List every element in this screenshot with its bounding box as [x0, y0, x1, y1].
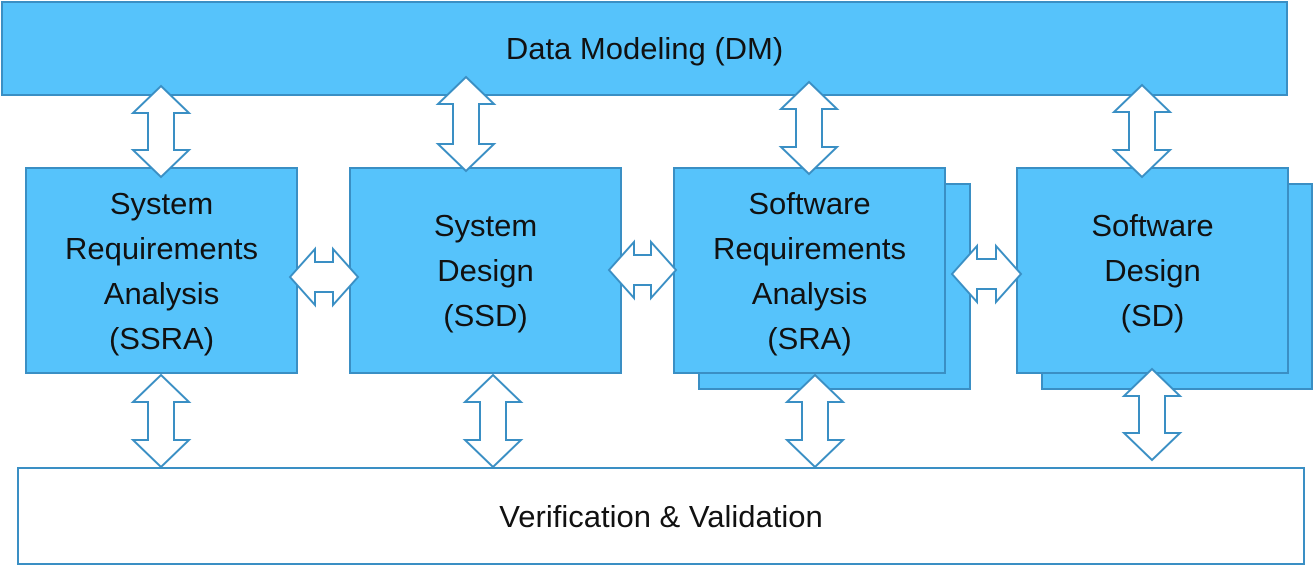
verification-validation-label: Verification & Validation: [499, 498, 823, 534]
ssd-label: System Design (SSD): [433, 208, 538, 333]
double-arrow-icon: [462, 373, 524, 469]
sd-box: Software Design (SD): [1016, 167, 1289, 374]
ssra-label: System Requirements Analysis (SSRA): [65, 185, 258, 356]
double-arrow-icon: [288, 246, 360, 308]
ssra-box: System Requirements Analysis (SSRA): [25, 167, 298, 374]
sra-box: Software Requirements Analysis (SRA): [673, 167, 946, 374]
ssd-box: System Design (SSD): [349, 167, 622, 374]
double-arrow-icon: [130, 84, 192, 179]
double-arrow-icon: [1111, 83, 1173, 179]
data-modeling-box: Data Modeling (DM): [1, 1, 1288, 96]
verification-validation-box: Verification & Validation: [17, 467, 1305, 565]
data-modeling-label: Data Modeling (DM): [505, 31, 784, 66]
sra-label: Software Requirements Analysis (SRA): [713, 185, 906, 356]
sd-label: Software Design (SD): [1091, 208, 1214, 333]
double-arrow-icon: [130, 373, 192, 469]
